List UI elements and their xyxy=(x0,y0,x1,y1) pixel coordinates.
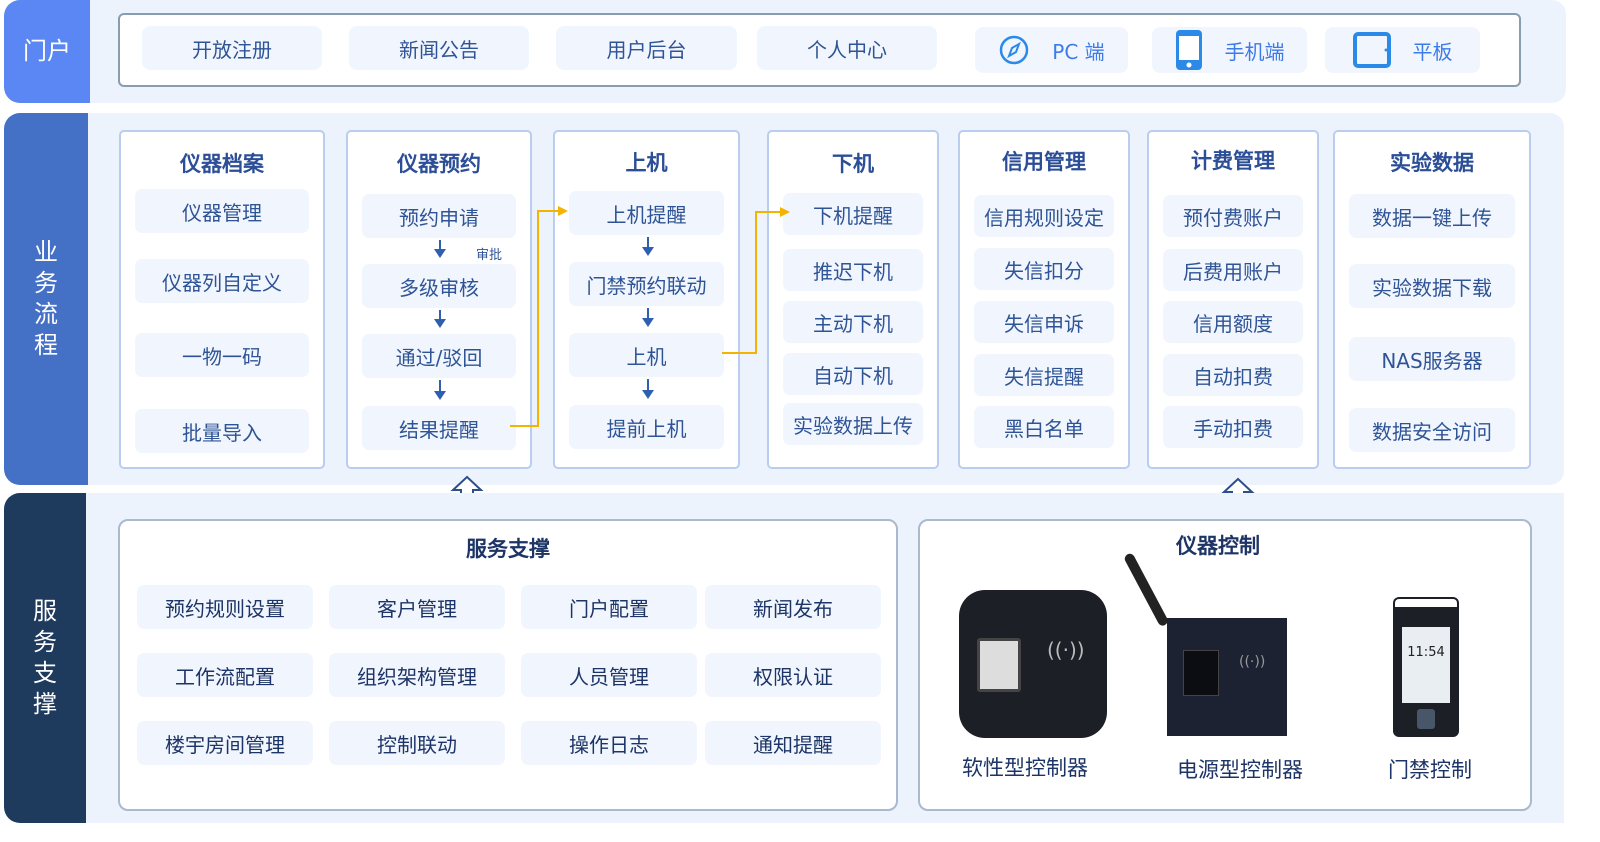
flow-item[interactable]: 自动下机 xyxy=(783,353,923,395)
flow-item[interactable]: 批量导入 xyxy=(135,409,309,453)
approval-note: 审批 xyxy=(476,248,503,263)
device-label: 电源型控制器 xyxy=(1177,758,1303,782)
flow-item[interactable]: 多级审核 xyxy=(362,264,516,308)
access-control-image: 11:54 xyxy=(1393,597,1459,737)
down-arrow-icon xyxy=(641,237,654,256)
service-item[interactable]: 新闻发布 xyxy=(705,585,881,629)
flow-item[interactable]: 门禁预约联动 xyxy=(569,262,724,306)
flow-item[interactable]: 下机提醒 xyxy=(783,193,923,235)
service-item[interactable]: 门户配置 xyxy=(521,585,697,629)
flow-column-3: 下机下机提醒推迟下机主动下机自动下机实验数据上传 xyxy=(767,130,939,469)
tablet-icon xyxy=(1352,32,1391,68)
service-item[interactable]: 人员管理 xyxy=(521,653,697,697)
flow-column-0: 仪器档案仪器管理仪器列自定义一物一码批量导入 xyxy=(119,130,325,469)
column-title: 仪器预约 xyxy=(397,152,481,176)
fingerprint-icon xyxy=(1417,709,1435,729)
portal-link[interactable]: 个人中心 xyxy=(757,26,937,70)
service-item[interactable]: 工作流配置 xyxy=(137,653,313,697)
portal-label: 门户 xyxy=(4,0,90,103)
portal-device-label: 手机端 xyxy=(1224,39,1285,64)
flow-item[interactable]: 上机 xyxy=(569,333,724,377)
flow-item[interactable]: 实验数据下载 xyxy=(1349,264,1515,308)
service-item[interactable]: 操作日志 xyxy=(521,721,697,765)
flow-item[interactable]: 上机提醒 xyxy=(569,191,724,235)
device-label: 门禁控制 xyxy=(1388,758,1472,782)
flow-column-2: 上机上机提醒门禁预约联动上机提前上机 xyxy=(553,130,740,469)
down-arrow-icon xyxy=(434,240,446,258)
service-item[interactable]: 客户管理 xyxy=(329,585,505,629)
device-screen: 11:54 xyxy=(1402,627,1450,703)
flow-item[interactable]: 数据安全访问 xyxy=(1349,408,1515,452)
down-arrow-icon xyxy=(641,308,654,327)
flow-item[interactable]: 提前上机 xyxy=(569,405,724,449)
flow-item[interactable]: 预约申请 xyxy=(362,194,516,238)
flow-column-4: 信用管理信用规则设定失信扣分失信申诉失信提醒黑白名单 xyxy=(958,130,1130,469)
compass-icon xyxy=(998,34,1030,66)
service-item[interactable]: 组织架构管理 xyxy=(329,653,505,697)
portal-device-label: 平板 xyxy=(1412,39,1453,64)
service-support-title: 服务支撑 xyxy=(466,537,550,561)
portal-link[interactable]: 用户后台 xyxy=(556,26,737,70)
portal-device-1[interactable]: 手机端 xyxy=(1152,27,1307,73)
flow-item[interactable]: 预付费账户 xyxy=(1163,195,1303,237)
flow-item[interactable]: 失信提醒 xyxy=(974,354,1114,396)
portal-link[interactable]: 开放注册 xyxy=(142,26,322,70)
device-label: 软性型控制器 xyxy=(962,756,1088,780)
service-item[interactable]: 控制联动 xyxy=(329,721,505,765)
device-screen xyxy=(977,638,1021,692)
flow-item[interactable]: NAS服务器 xyxy=(1349,337,1515,381)
flow-item[interactable]: 仪器列自定义 xyxy=(135,259,309,303)
down-arrow-icon xyxy=(641,379,654,399)
power-controller-image: ((·)) xyxy=(1167,618,1287,736)
flow-item[interactable]: 自动扣费 xyxy=(1163,354,1303,396)
flow-item[interactable]: 信用规则设定 xyxy=(974,195,1114,237)
service-item[interactable]: 楼宇房间管理 xyxy=(137,721,313,765)
flow-item[interactable]: 手动扣费 xyxy=(1163,406,1303,448)
flow-item[interactable]: 推迟下机 xyxy=(783,249,923,291)
flow-item[interactable]: 失信扣分 xyxy=(974,248,1114,290)
device-top xyxy=(1395,599,1457,607)
column-title: 仪器档案 xyxy=(180,152,264,176)
device-screen xyxy=(1183,650,1219,696)
phone-icon xyxy=(1175,29,1203,71)
service-item[interactable]: 通知提醒 xyxy=(705,721,881,765)
flow-column-5: 计费管理预付费账户后费用账户信用额度自动扣费手动扣费 xyxy=(1147,130,1319,469)
flow-column-1: 仪器预约预约申请多级审核通过/驳回结果提醒 审批 xyxy=(346,130,532,469)
column-title: 信用管理 xyxy=(1002,150,1086,174)
service-item[interactable]: 预约规则设置 xyxy=(137,585,313,629)
portal-link[interactable]: 新闻公告 xyxy=(349,26,529,70)
business-label: 业务流程 xyxy=(4,113,88,485)
soft-controller-image: ((·)) xyxy=(959,590,1107,738)
column-title: 实验数据 xyxy=(1390,151,1474,175)
flow-item[interactable]: 黑白名单 xyxy=(974,406,1114,448)
flow-item[interactable]: 结果提醒 xyxy=(362,406,516,450)
nfc-icon: ((·)) xyxy=(1239,654,1266,670)
flow-item[interactable]: 数据一键上传 xyxy=(1349,194,1515,238)
flow-item[interactable]: 主动下机 xyxy=(783,301,923,343)
nfc-icon: ((·)) xyxy=(1047,638,1085,662)
service-item[interactable]: 权限认证 xyxy=(705,653,881,697)
portal-device-0[interactable]: PC 端 xyxy=(975,27,1128,73)
service-label: 服务支撑 xyxy=(4,493,86,823)
portal-device-label: PC 端 xyxy=(1052,39,1105,64)
portal-device-2[interactable]: 平板 xyxy=(1325,27,1480,73)
instrument-control-title: 仪器控制 xyxy=(1176,534,1260,558)
flow-column-6: 实验数据数据一键上传实验数据下载 NAS服务器数据安全访问 xyxy=(1333,130,1531,469)
flow-item[interactable]: 一物一码 xyxy=(135,333,309,377)
column-title: 计费管理 xyxy=(1191,149,1275,173)
flow-item[interactable]: 信用额度 xyxy=(1163,301,1303,343)
flow-item[interactable]: 仪器管理 xyxy=(135,189,309,233)
flow-item[interactable]: 实验数据上传 xyxy=(783,403,923,445)
flow-item[interactable]: 后费用账户 xyxy=(1163,249,1303,291)
down-arrow-icon xyxy=(434,310,446,328)
down-arrow-icon xyxy=(434,380,446,400)
flow-item[interactable]: 失信申诉 xyxy=(974,301,1114,343)
column-title: 上机 xyxy=(625,151,668,175)
flow-item[interactable]: 通过/驳回 xyxy=(362,334,516,378)
column-title: 下机 xyxy=(832,152,874,176)
